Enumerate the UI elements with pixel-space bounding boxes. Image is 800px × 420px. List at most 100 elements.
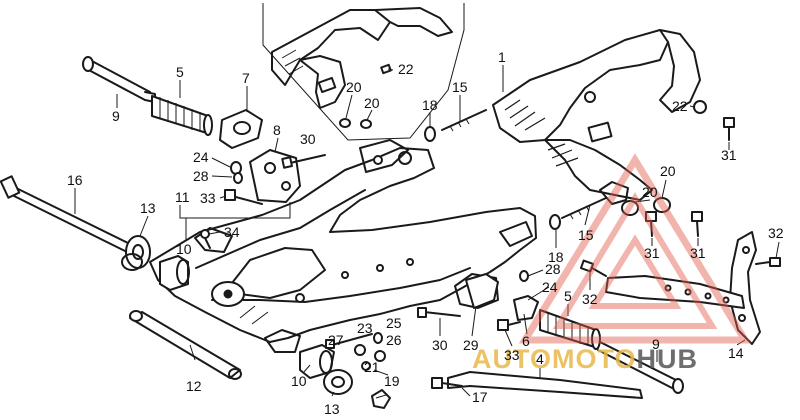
watermark-moto: MOTO [552,344,637,374]
callout-19: 19 [384,373,400,389]
pivot-bolt-lower [597,341,684,394]
washer-18-upper [424,126,436,142]
callout-18: 18 [548,249,564,265]
grommet-20-inset [339,118,372,129]
callout-13: 13 [140,200,156,216]
pivot-sleeve [129,310,242,380]
bolts-31-lower [645,211,703,237]
callout-32: 32 [582,291,598,307]
callout-12: 12 [186,378,202,394]
callout-26: 26 [386,332,402,348]
pivot-bolt-long [0,175,131,253]
callout-31: 31 [721,147,737,163]
grommet-22-right [693,100,707,114]
callout-4: 4 [536,351,544,367]
watermark-hub: HUB [637,344,699,374]
bolt-30-lower [417,307,461,318]
callout-9: 9 [652,336,660,352]
inset-frame [262,3,465,141]
bracket-29 [465,273,499,309]
dust-seal-upper [121,235,151,271]
plate-6 [513,295,539,321]
chain-case [492,29,701,201]
watermark: AUTOMOTOHUB [472,153,752,374]
callout-21: 21 [364,359,380,375]
bushing-lower [299,344,335,379]
chain-guide-4 [447,371,643,399]
washer-24-28-left [230,161,243,184]
bolt-30-upper [281,154,326,169]
callout-31: 31 [690,245,706,261]
callout-25: 25 [386,315,402,331]
callout-14: 14 [728,345,744,361]
callout-9: 9 [112,108,120,124]
callout-13: 13 [324,401,340,417]
callout-22: 22 [672,98,688,114]
callout-24: 24 [542,279,558,295]
footpeg-rubber-left [151,95,213,136]
bolt-32-lower [579,259,607,277]
callout-8: 8 [273,122,281,138]
grommets-20-right [621,197,671,216]
bolt-32-right [755,257,781,267]
bolt-17 [431,377,463,389]
stud-15-right [561,197,607,220]
callout-20: 20 [364,95,380,111]
svg-text:AUTOMOTOHUB: AUTOMOTOHUB [472,344,698,374]
callout-1: 1 [498,49,506,65]
part-1-stay [599,181,629,205]
callout-10: 10 [176,241,192,257]
rear-bracket-14 [729,231,761,345]
stud-15-upper [441,109,487,132]
callout-24: 24 [193,149,209,165]
callout-29: 29 [463,337,479,353]
callout-23: 23 [357,320,373,336]
callout-5: 5 [564,288,572,304]
inset-chain-case [271,7,453,109]
callout-30: 30 [300,131,316,147]
small-fasteners-lower [325,332,391,409]
bracket-arm [605,275,745,309]
callout-20: 20 [660,163,676,179]
callout-5: 5 [176,64,184,80]
callout-7: 7 [242,70,250,86]
callout-22: 22 [398,61,414,77]
bolt-33-lower [497,319,521,331]
callout-17: 17 [472,389,488,405]
bolt-31-right [723,117,735,141]
callout-15: 15 [578,227,594,243]
footpeg-rubber-right [539,309,601,350]
callout-10: 10 [291,373,307,389]
callout-20: 20 [642,184,658,200]
callout-30: 30 [432,337,448,353]
washer-18-lower [549,214,561,230]
callout-31: 31 [644,245,660,261]
callout-28: 28 [193,168,209,184]
callout-33: 33 [504,347,520,363]
bolt-33-left [224,189,263,205]
watermark-auto: AUTO [472,344,552,374]
callout-labels: 1 5 9 7 8 30 24 28 33 16 11 13 34 10 12 … [67,49,784,417]
watermark-triangle-outer [518,153,752,344]
callout-11: 11 [175,189,190,205]
callout-33: 33 [200,190,216,206]
dust-seal-lower [323,369,353,395]
pivot-bolt-upper [82,56,156,103]
bushing-upper [159,255,190,291]
callout-6: 6 [522,333,530,349]
bolt-22-inset [380,63,392,75]
callout-27: 27 [328,332,344,348]
callout-32: 32 [768,225,784,241]
callout-15: 15 [452,79,468,95]
callout-16: 16 [67,172,83,188]
footpeg-bracket [249,149,301,203]
leader-lines [74,65,780,399]
callout-28: 28 [545,261,561,277]
plate-left [219,109,263,149]
callout-34: 34 [224,224,240,240]
watermark-triangle-core [588,234,682,309]
watermark-triangle-inner [552,192,718,329]
callout-18: 18 [422,97,438,113]
callout-20: 20 [346,79,362,95]
